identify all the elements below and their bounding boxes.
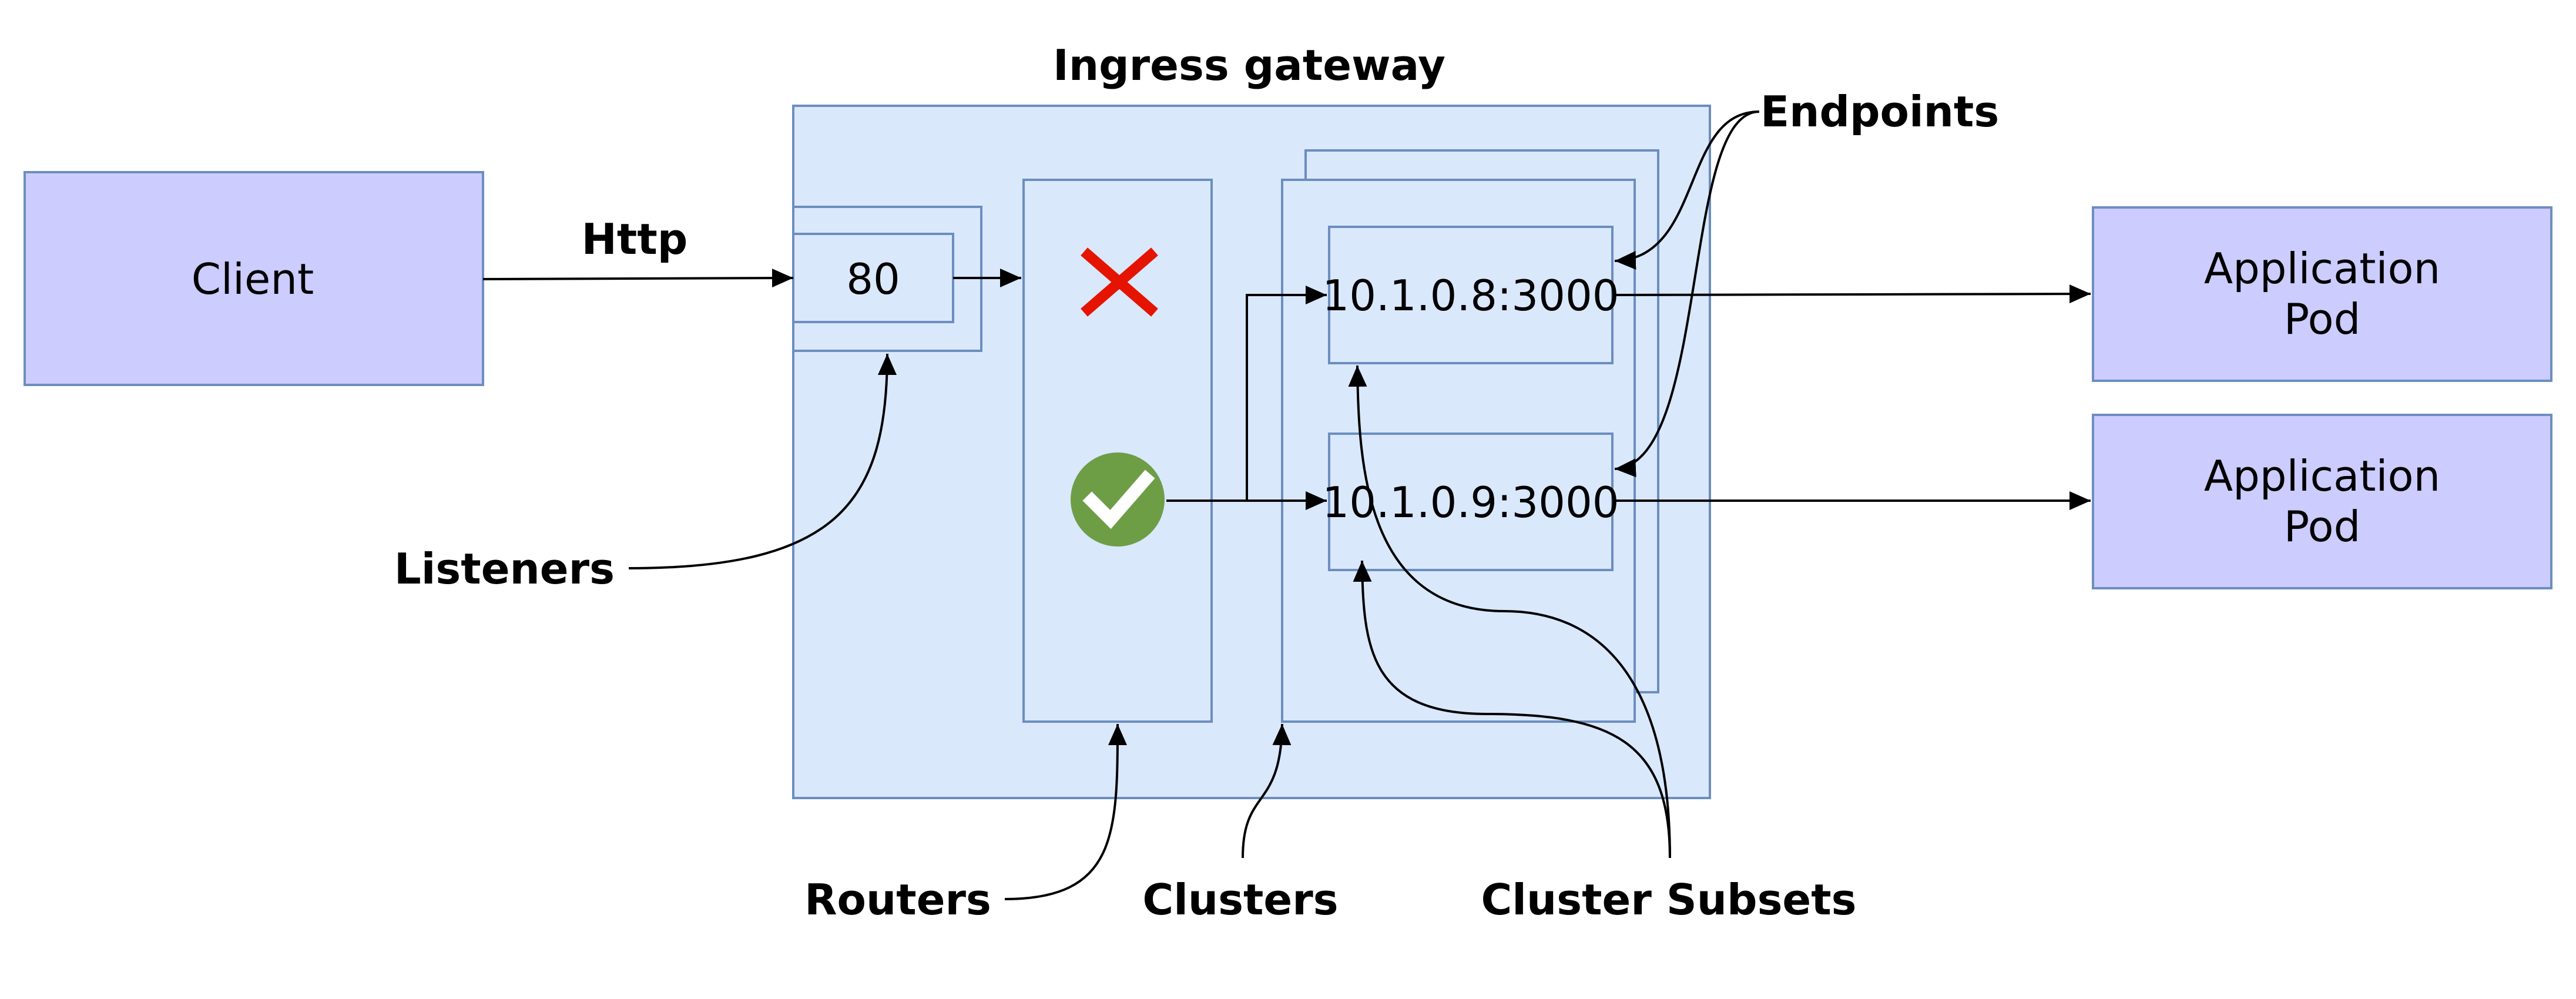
pod-1: Application Pod (2092, 206, 2552, 382)
check-circle-icon (1071, 452, 1165, 547)
clusters-label: Clusters (1142, 875, 1338, 924)
listeners-label: Listeners (394, 544, 615, 594)
endpoint-1-box (1328, 226, 1614, 364)
endpoints-label: Endpoints (1760, 87, 1999, 136)
endpoints-pointer-2 (1614, 110, 1760, 478)
routers-pointer (1004, 723, 1127, 900)
arrow-endpoint-1-to-pod-1 (1612, 284, 2091, 304)
protocol-label: Http (582, 214, 688, 264)
client-node: Client (24, 171, 484, 386)
subsets-pointer-2 (1353, 560, 1671, 859)
pod-1-line1: Application (2204, 244, 2440, 293)
router-box (1022, 179, 1213, 723)
gateway-title: Ingress gateway (1053, 41, 1445, 90)
routers-label: Routers (804, 875, 991, 924)
arrow-router-to-endpoint-1 (1246, 286, 1327, 501)
pod-2-line1: Application (2204, 451, 2440, 501)
endpoint-1: 10.1.0.8:3000 (1322, 226, 1619, 364)
endpoint-2-box (1328, 433, 1614, 571)
pod-2-box (2092, 414, 2552, 589)
listener-node: 80 (792, 206, 982, 352)
arrow-client-to-listener (482, 269, 794, 288)
client-box (24, 171, 484, 386)
clusters-pointer (1242, 723, 1292, 859)
cluster-subsets-label: Cluster Subsets (1481, 875, 1856, 924)
pod-2-line2: Pod (2284, 502, 2361, 551)
listeners-pointer (628, 353, 897, 569)
endpoints-pointer-1 (1614, 110, 1760, 270)
subsets-pointer-1 (1348, 365, 1671, 859)
pod-2: Application Pod (2092, 414, 2552, 589)
endpoint-2: 10.1.0.9:3000 (1322, 433, 1619, 571)
client-label: Client (192, 254, 314, 304)
pod-1-box (2092, 206, 2552, 382)
pod-1-line2: Pod (2284, 294, 2361, 344)
listener-port-label: 80 (846, 254, 900, 304)
endpoint-1-address: 10.1.0.8:3000 (1322, 271, 1619, 320)
cross-icon (1081, 247, 1158, 317)
